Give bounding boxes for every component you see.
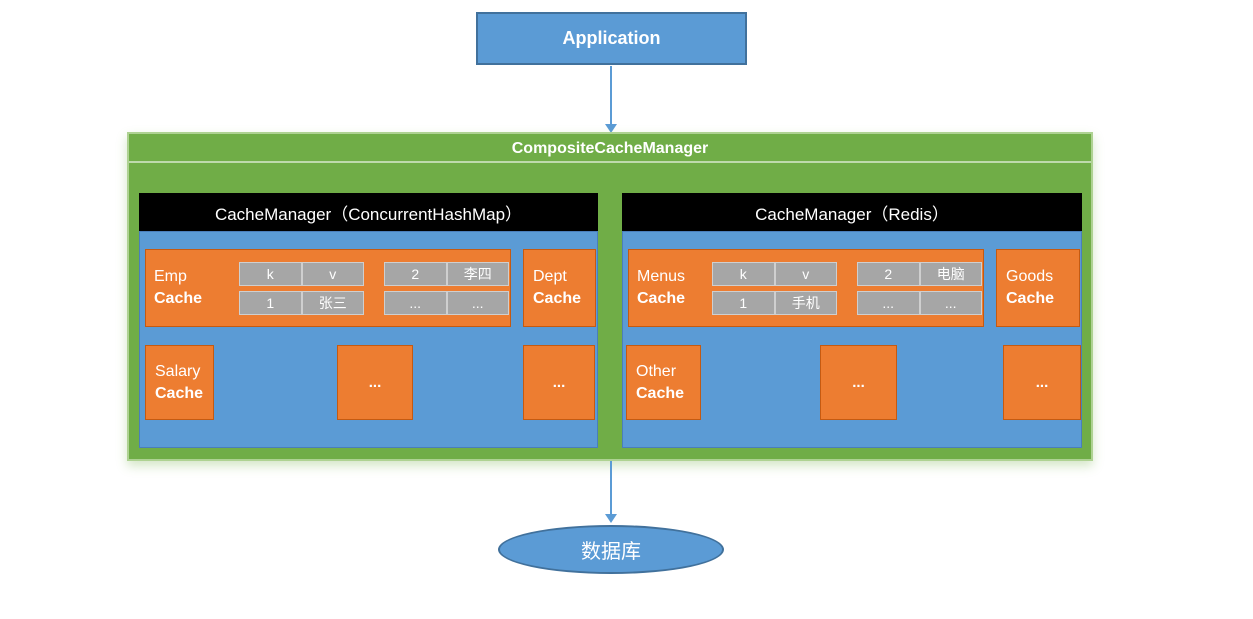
kv-table: k v 1 手机 bbox=[712, 261, 837, 315]
emp-cache-box: Emp Cache k v 1 张三 bbox=[145, 249, 511, 327]
menus-cache-box: Menus Cache k v 1 手机 bbox=[628, 249, 984, 327]
arrow-composite-to-database bbox=[605, 461, 617, 523]
composite-cache-manager-container: CompositeCacheManager CacheManager（Concu… bbox=[127, 132, 1093, 461]
kv-cell: 手机 bbox=[774, 290, 837, 315]
kv-cell: 2 bbox=[857, 261, 920, 286]
more-caches-box: ... bbox=[1003, 345, 1081, 420]
arrow-down-icon bbox=[605, 124, 617, 133]
kv-cell: ... bbox=[446, 290, 509, 315]
arrow-line bbox=[610, 461, 612, 514]
cache-name-line1: Other bbox=[636, 362, 677, 380]
more-caches-box: ... bbox=[820, 345, 897, 420]
cache-name-line2: Cache bbox=[154, 290, 203, 307]
kv-cell: v bbox=[774, 261, 837, 286]
kv-cell: 张三 bbox=[301, 290, 364, 315]
kv-cell: k bbox=[712, 261, 775, 286]
arrow-app-to-composite bbox=[605, 66, 617, 133]
kv-cell: k bbox=[239, 261, 302, 286]
cache-name-line1: Dept bbox=[533, 268, 567, 285]
cache-name-line2: Cache bbox=[533, 290, 582, 307]
arrow-line bbox=[610, 66, 612, 124]
cache-manager-concurrenthashmap: CacheManager（ConcurrentHashMap） Emp Cach… bbox=[139, 193, 598, 448]
application-label: Application bbox=[562, 28, 661, 48]
kv-row: 1 张三 bbox=[239, 290, 364, 315]
more-caches-box: ... bbox=[337, 345, 413, 420]
cache-manager-title: CacheManager（Redis） bbox=[622, 193, 1082, 231]
cache-name-line2: Cache bbox=[637, 290, 686, 307]
cache-name-line1: Salary bbox=[155, 362, 201, 380]
kv-cell: 1 bbox=[712, 290, 775, 315]
goods-cache-box: Goods Cache bbox=[996, 249, 1080, 327]
cache-name-line2: Cache bbox=[636, 384, 685, 402]
kv-table: 2 电脑 ... ... bbox=[857, 261, 982, 315]
kv-table: 2 李四 ... ... bbox=[384, 261, 509, 315]
kv-row: ... ... bbox=[857, 290, 982, 315]
cache-name-line1: Menus bbox=[637, 268, 686, 285]
cache-name-line1: Emp bbox=[154, 268, 187, 285]
kv-cell: v bbox=[301, 261, 364, 286]
kv-cell: ... bbox=[384, 290, 447, 315]
kv-row: 2 李四 bbox=[384, 261, 509, 286]
cache-manager-body: Emp Cache k v 1 张三 bbox=[139, 231, 598, 448]
kv-cell: 2 bbox=[384, 261, 447, 286]
cache-manager-redis: CacheManager（Redis） Menus Cache k v 1 bbox=[622, 193, 1082, 448]
cache-name-label: Menus Cache bbox=[629, 266, 712, 310]
cache-manager-title: CacheManager（ConcurrentHashMap） bbox=[139, 193, 598, 231]
kv-row: k v bbox=[239, 261, 364, 286]
kv-row: ... ... bbox=[384, 290, 509, 315]
kv-table: k v 1 张三 bbox=[239, 261, 364, 315]
kv-row: k v bbox=[712, 261, 837, 286]
composite-cache-manager-title: CompositeCacheManager bbox=[129, 134, 1091, 163]
cache-name-line2: Cache bbox=[1006, 290, 1055, 307]
application-node: Application bbox=[476, 12, 747, 65]
other-cache-box: Other Cache bbox=[626, 345, 701, 420]
database-label: 数据库 bbox=[581, 541, 641, 563]
cache-name-line1: Goods bbox=[1006, 268, 1054, 285]
salary-cache-box: Salary Cache bbox=[145, 345, 214, 420]
dept-cache-box: Dept Cache bbox=[523, 249, 596, 327]
kv-cell: 李四 bbox=[446, 261, 509, 286]
more-caches-box: ... bbox=[523, 345, 595, 420]
kv-cell: 电脑 bbox=[919, 261, 982, 286]
database-node: 数据库 bbox=[498, 525, 724, 574]
kv-cell: ... bbox=[919, 290, 982, 315]
kv-cell: 1 bbox=[239, 290, 302, 315]
kv-row: 1 手机 bbox=[712, 290, 837, 315]
arrow-down-icon bbox=[605, 514, 617, 523]
cache-name-label: Emp Cache bbox=[146, 266, 239, 310]
kv-cell: ... bbox=[857, 290, 920, 315]
cache-name-line2: Cache bbox=[155, 384, 204, 402]
kv-row: 2 电脑 bbox=[857, 261, 982, 286]
cache-manager-body: Menus Cache k v 1 手机 bbox=[622, 231, 1082, 448]
